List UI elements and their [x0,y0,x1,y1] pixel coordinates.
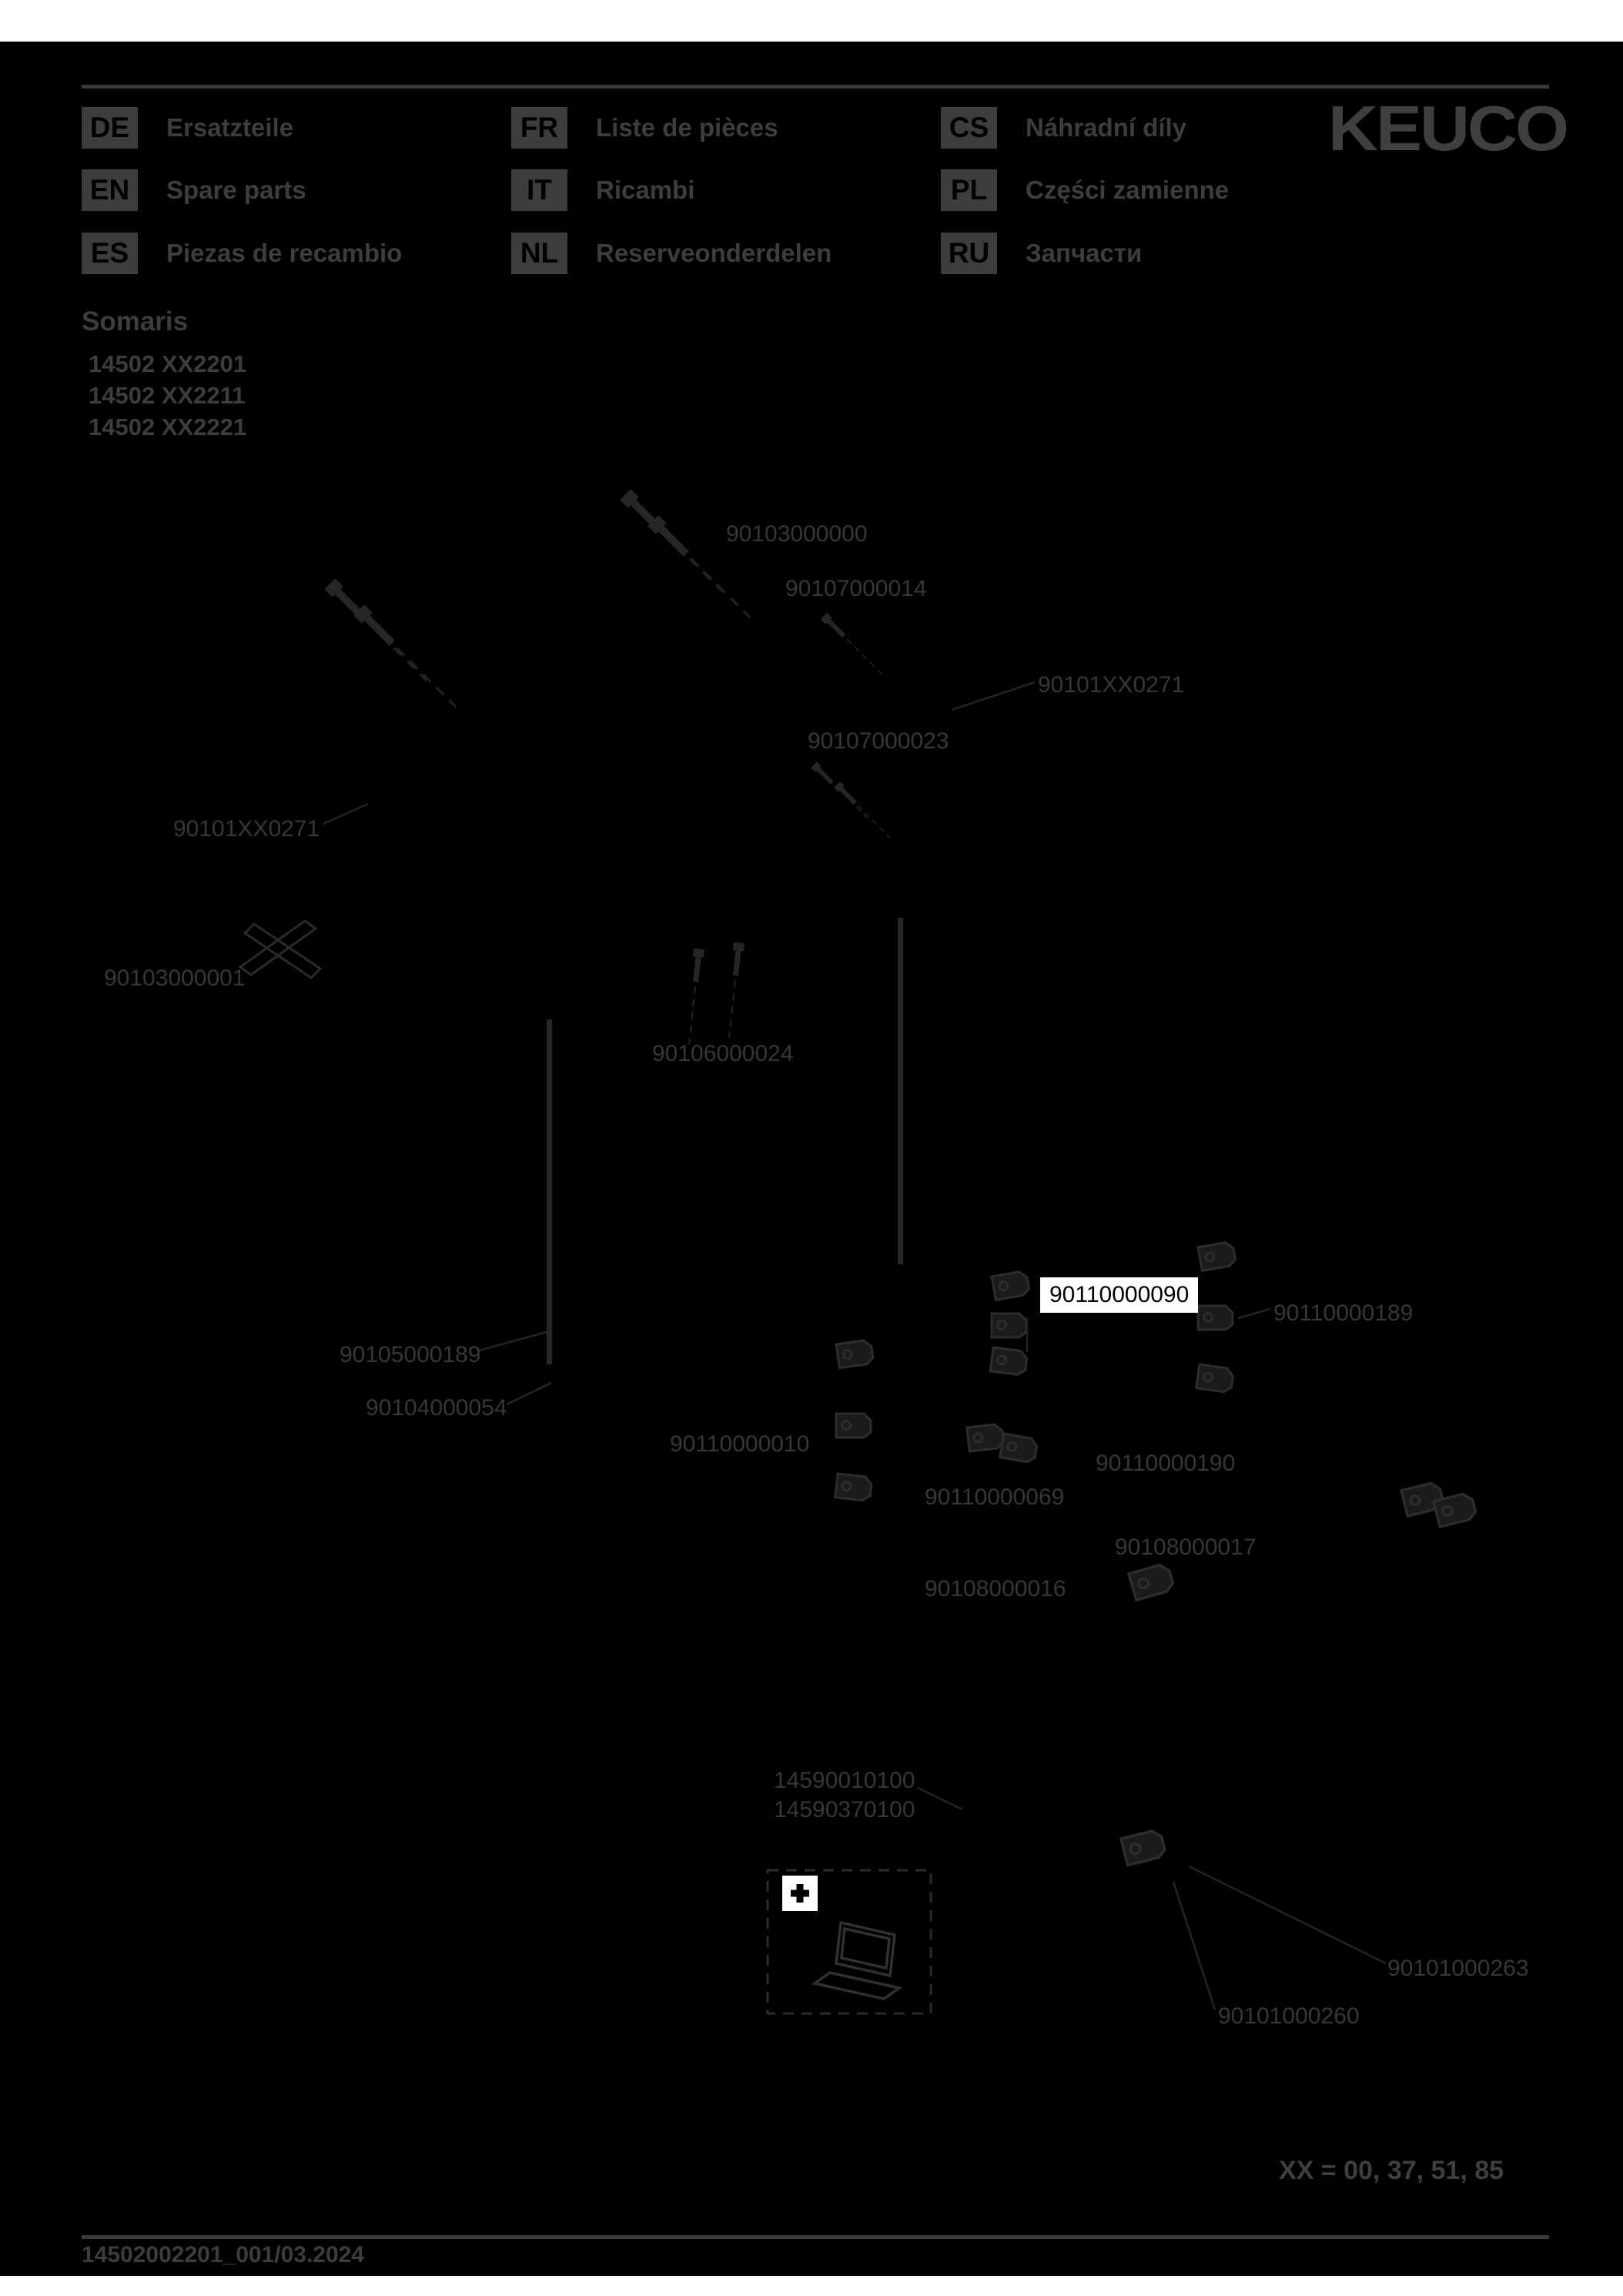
screw-small-parts [683,611,895,1046]
lang-row-it: IT Ricambi [511,169,694,211]
page-margin-top [0,0,1623,42]
part-label: 90108000017 [1115,1535,1257,1560]
lang-label: Запчасти [1026,239,1143,267]
door-panel-left [547,1019,552,1364]
xx-finish-codes-note: XX = 00, 37, 51, 85 [1279,2156,1504,2185]
model-number: 14502 XX2211 [89,382,246,409]
model-number: 14502 XX2201 [89,350,247,377]
lang-code-badge: IT [511,169,567,211]
footer-divider [82,2235,1549,2239]
lang-label: Liste de pièces [596,113,778,142]
page-margin-bottom [0,2276,1623,2296]
part-label: 90103000000 [726,521,868,547]
part-label: 14590370100 [774,1797,915,1822]
part-label: 90104000054 [366,1395,507,1421]
document-id: 14502002201_001/03.2024 [82,2242,365,2268]
part-label: 90110000189 [1273,1300,1414,1326]
lang-code-badge: EN [82,169,138,211]
accessory-box [766,1869,932,2015]
part-label: 90101XX0271 [1038,672,1185,698]
lang-row-fr: FR Liste de pièces [511,107,778,149]
lang-row-ru: RU Запчасти [941,233,1142,274]
lang-row-cs: CS Náhradní díly [941,107,1186,149]
lang-row-en: EN Spare parts [82,169,306,211]
part-label: 90101000260 [1218,2003,1360,2029]
lang-label: Spare parts [166,176,306,204]
lang-label: Części zamienne [1026,176,1230,204]
part-label: 90110000010 [670,1431,810,1457]
lang-row-es: ES Piezas de recambio [82,233,402,274]
lang-code-badge: NL [511,233,567,274]
header-divider [82,85,1549,89]
part-label: 90107000023 [808,728,949,754]
lang-code-badge: ES [82,233,138,274]
product-name: Somaris [82,306,189,336]
part-label: 90101000263 [1387,1956,1529,1981]
lang-label: Ricambi [596,176,695,204]
screw-set-top-middle [618,487,757,624]
lang-label: Piezas de recambio [166,239,403,267]
part-label-selected: 90110000090 [1040,1277,1199,1313]
lang-row-pl: PL Części zamienne [941,169,1229,211]
lang-code-badge: RU [941,233,997,274]
part-label: 90101XX0271 [173,816,320,842]
model-number: 14502 XX2221 [89,413,247,440]
part-label: 90108000016 [925,1576,1066,1602]
lang-code-badge: PL [941,169,997,211]
laptop-icon [811,1920,903,2000]
lang-code-badge: DE [82,107,138,149]
leader-lines [323,681,1387,2010]
lang-row-de: DE Ersatzteile [82,107,293,149]
door-panel-right [898,918,903,1264]
lang-row-nl: NL Reserveonderdelen [511,233,832,274]
part-label: 90106000024 [652,1041,794,1066]
lang-code-badge: FR [511,107,567,149]
part-label: 90110000190 [1096,1451,1236,1476]
part-label: 90110000069 [925,1484,1065,1510]
lang-label: Náhradní díly [1026,113,1187,142]
part-label: 90105000189 [340,1342,481,1367]
plus-icon [782,1876,818,1911]
corner-profile-parts [238,919,323,979]
part-label: 90107000014 [785,576,927,601]
lang-label: Reserveonderdelen [596,239,832,267]
part-label: 14590010100 [774,1768,915,1793]
lang-label: Ersatzteile [166,113,294,142]
lang-code-badge: CS [941,107,997,149]
part-label: 90103000001 [104,966,246,991]
keuco-logo: KEUCO [1327,93,1569,165]
screw-set-top-left [323,577,463,714]
